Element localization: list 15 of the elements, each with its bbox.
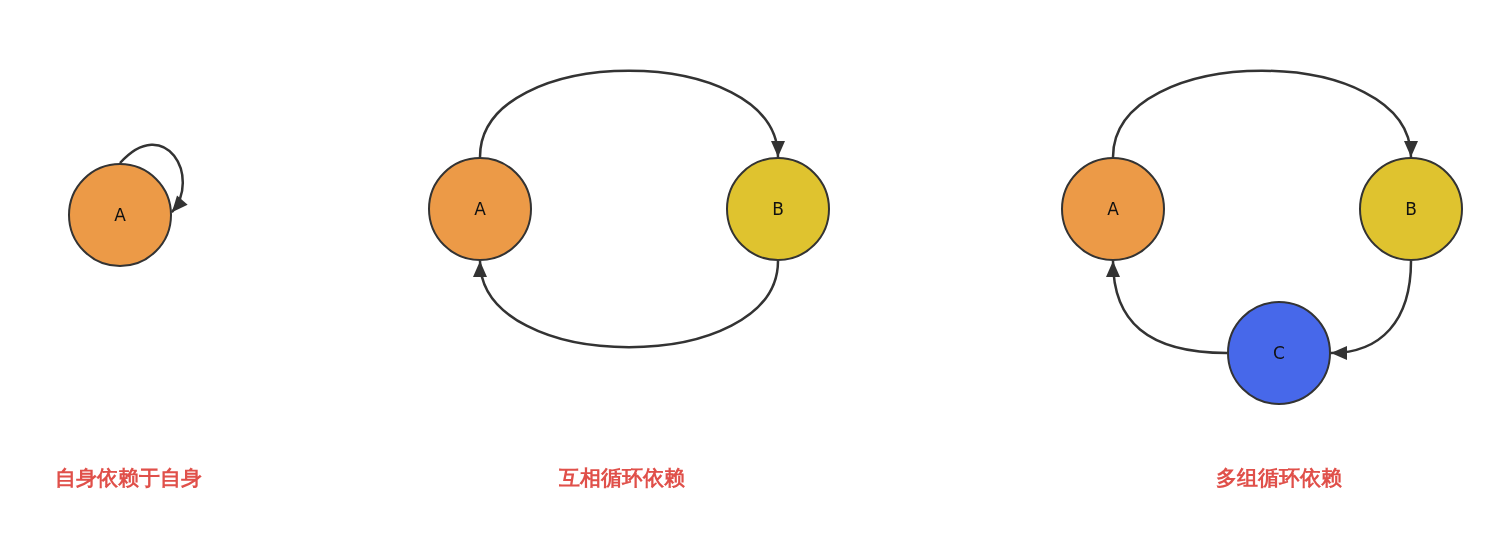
arrow	[119, 143, 187, 213]
circle-node: B	[1359, 157, 1463, 261]
arrow	[1106, 260, 1228, 355]
circle-node: A	[1061, 157, 1165, 261]
circle-node: A	[428, 157, 532, 261]
arrow	[1111, 69, 1415, 158]
arrow	[1330, 260, 1413, 360]
arrow	[478, 69, 782, 158]
caption: 互相循环依赖	[559, 465, 685, 492]
caption: 多组循环依赖	[1216, 465, 1342, 492]
circle-node: A	[68, 163, 172, 267]
circle-node: C	[1227, 301, 1331, 405]
circle-node: B	[726, 157, 830, 261]
caption: 自身依赖于自身	[54, 465, 202, 492]
arrow	[476, 260, 780, 349]
